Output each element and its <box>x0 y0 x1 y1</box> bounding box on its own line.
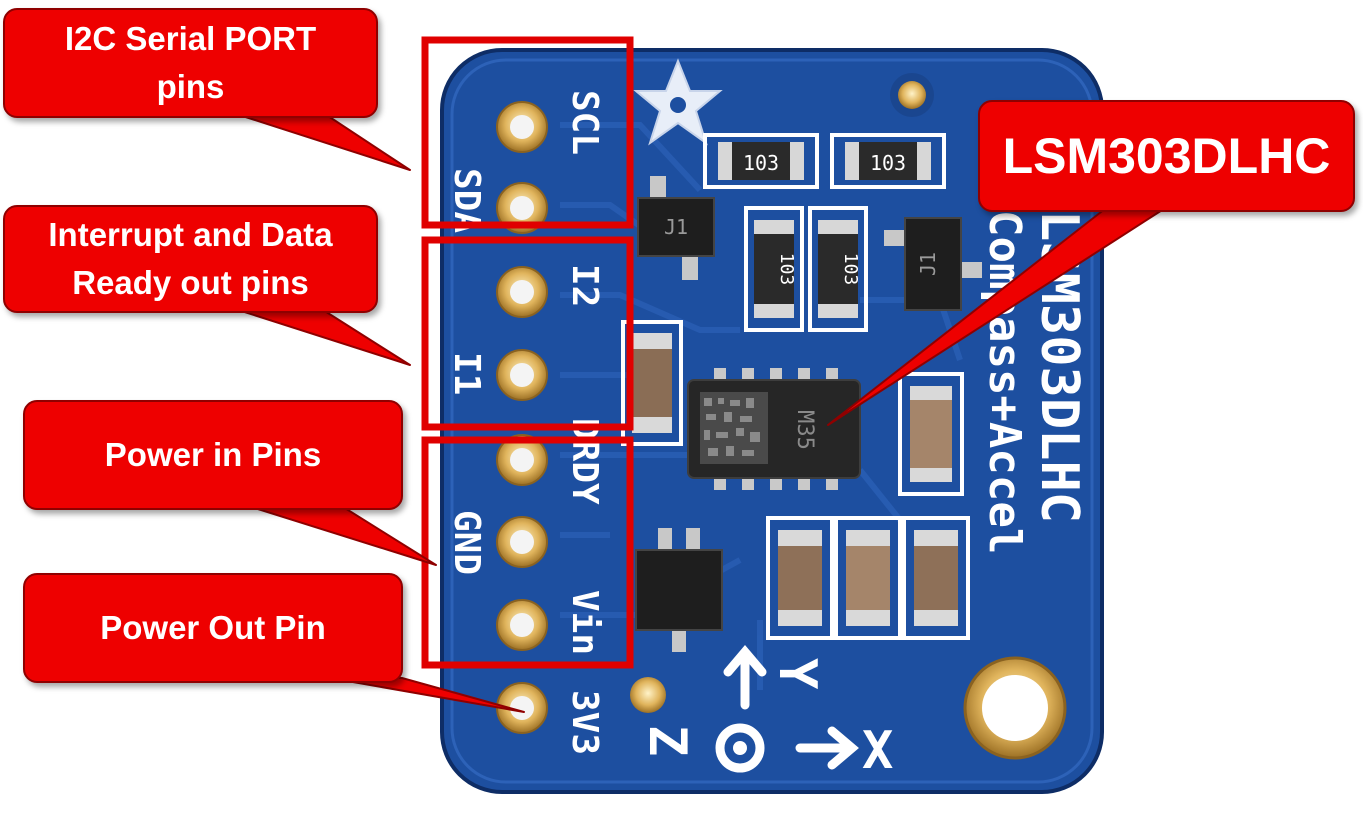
resistor-vertical-right: 103 <box>808 206 868 332</box>
pin-pad-i1 <box>496 349 548 401</box>
axis-label-y: Y <box>767 658 827 690</box>
svg-text:103: 103 <box>870 151 906 175</box>
callout-interrupt-line1: Interrupt and Data <box>48 216 333 253</box>
capacitor-right <box>898 372 964 496</box>
pin-pad-drdy <box>496 434 548 486</box>
pointer-interrupt <box>231 307 411 366</box>
highlight-box-i2c <box>421 36 634 229</box>
lsm303dlhc-chip: M35 <box>687 368 861 490</box>
transistor-top-left: J1 <box>637 176 715 280</box>
pin-label-vin: Vin <box>564 590 605 655</box>
callout-i2c-line1: I2C Serial PORT <box>64 20 317 57</box>
svg-text:103: 103 <box>776 253 797 286</box>
pointer-power-in <box>244 504 437 566</box>
pin-pad-3v3 <box>496 682 548 734</box>
axis-label-z: Z <box>637 725 697 756</box>
callout-i2c: I2C Serial PORT pins <box>3 8 378 118</box>
callout-power-out: Power Out Pin <box>23 573 403 683</box>
pin-label-3v3: 3V3 <box>564 690 605 755</box>
pin-label-drdy: DRDY <box>564 418 605 505</box>
highlight-box-interrupt <box>421 236 634 431</box>
callout-power-in-label: Power in Pins <box>104 436 322 473</box>
pointer-i2c <box>229 111 411 171</box>
transistor-top-right: J1 <box>884 217 982 311</box>
pin-pad-vin <box>496 599 548 651</box>
header-pins <box>496 101 548 734</box>
resistor-top-right: 103 <box>830 133 946 189</box>
resistor-vertical-left: 103 <box>744 206 804 332</box>
pin-pad-i2 <box>496 266 548 318</box>
axis-markers <box>715 645 859 773</box>
callout-power-out-label: Power Out Pin <box>100 609 326 646</box>
pin-pad-sda <box>496 182 548 234</box>
pin-label-i1: I1 <box>446 352 487 395</box>
regulator-bottom <box>635 528 723 652</box>
pin-pad-scl <box>496 101 548 153</box>
mounting-hole-bottom-right <box>963 656 1067 760</box>
callout-i2c-line2: pins <box>156 68 225 105</box>
axis-label-x: X <box>862 721 893 781</box>
pcb-board-sheen <box>450 58 1094 784</box>
svg-text:103: 103 <box>743 151 779 175</box>
pin-pad-gnd <box>496 516 548 568</box>
capacitor-bottom-2 <box>834 516 902 640</box>
y-arrow-icon <box>723 645 767 710</box>
svg-text:J1: J1 <box>664 215 688 239</box>
svg-text:103: 103 <box>840 253 861 286</box>
callout-chip: LSM303DLHC <box>978 100 1355 212</box>
svg-text:M35: M35 <box>792 410 817 450</box>
callout-chip-label: LSM303DLHC <box>1002 128 1331 184</box>
callout-power-in: Power in Pins <box>23 400 403 510</box>
pin-label-i2: I2 <box>564 264 605 307</box>
highlight-box-power-in <box>421 436 634 669</box>
board-subtitle: Compass+Accel <box>979 210 1030 554</box>
via-pad-bottom <box>630 677 666 713</box>
z-origin-icon <box>715 723 765 773</box>
capacitor-bottom-1 <box>766 516 834 640</box>
capacitor-left <box>621 320 683 446</box>
mounting-hole-top <box>890 73 934 117</box>
callout-interrupt-line2: Ready out pins <box>72 264 309 301</box>
star-logo-icon <box>633 58 723 146</box>
capacitor-bottom-3 <box>902 516 970 640</box>
pin-label-scl: SCL <box>564 90 605 155</box>
pin-label-gnd: GND <box>446 510 487 575</box>
resistor-top-left: 103 <box>703 133 819 189</box>
x-arrow-icon <box>795 726 859 770</box>
svg-text:J1: J1 <box>916 252 940 276</box>
